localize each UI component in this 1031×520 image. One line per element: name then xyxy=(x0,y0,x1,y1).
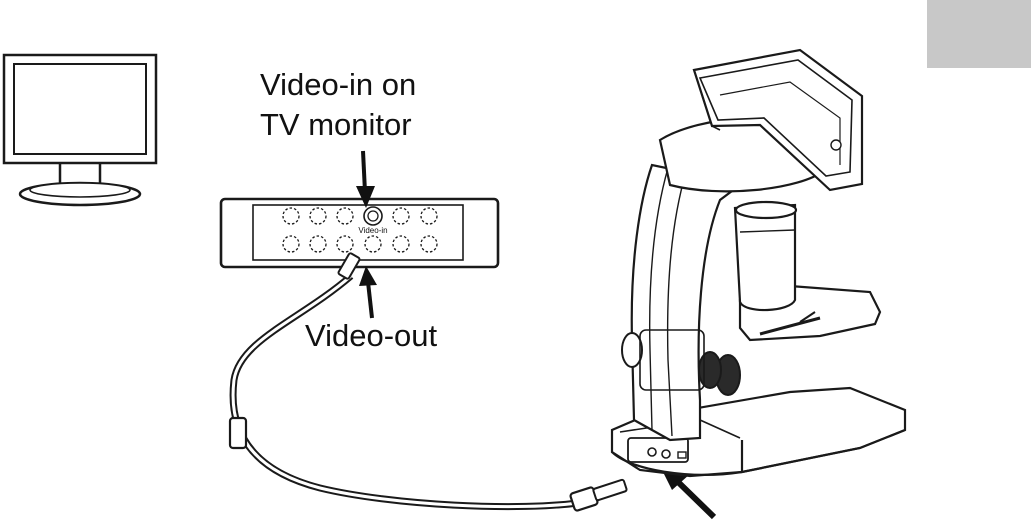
panel-jack xyxy=(337,236,353,252)
arrow-video-out xyxy=(359,266,377,318)
panel-jack xyxy=(310,236,326,252)
panel-jack xyxy=(393,236,409,252)
lcd-digital-microscope xyxy=(612,50,905,476)
tv-monitor-label: TV monitor xyxy=(260,109,412,140)
video-out-label: Video-out xyxy=(305,320,437,351)
video-cable xyxy=(230,253,627,512)
tv-rear-panel: Video-in xyxy=(221,199,498,267)
panel-jack xyxy=(393,208,409,224)
panel-jack xyxy=(421,236,437,252)
panel-jack xyxy=(337,208,353,224)
video-in-label: Video-in on xyxy=(260,69,416,100)
panel-jack xyxy=(365,236,381,252)
panel-jack xyxy=(283,236,299,252)
panel-jack xyxy=(283,208,299,224)
panel-jack xyxy=(310,208,326,224)
tv-monitor-icon xyxy=(4,55,156,205)
video-in-jack-label: Video-in xyxy=(358,226,387,235)
panel-jack xyxy=(421,208,437,224)
